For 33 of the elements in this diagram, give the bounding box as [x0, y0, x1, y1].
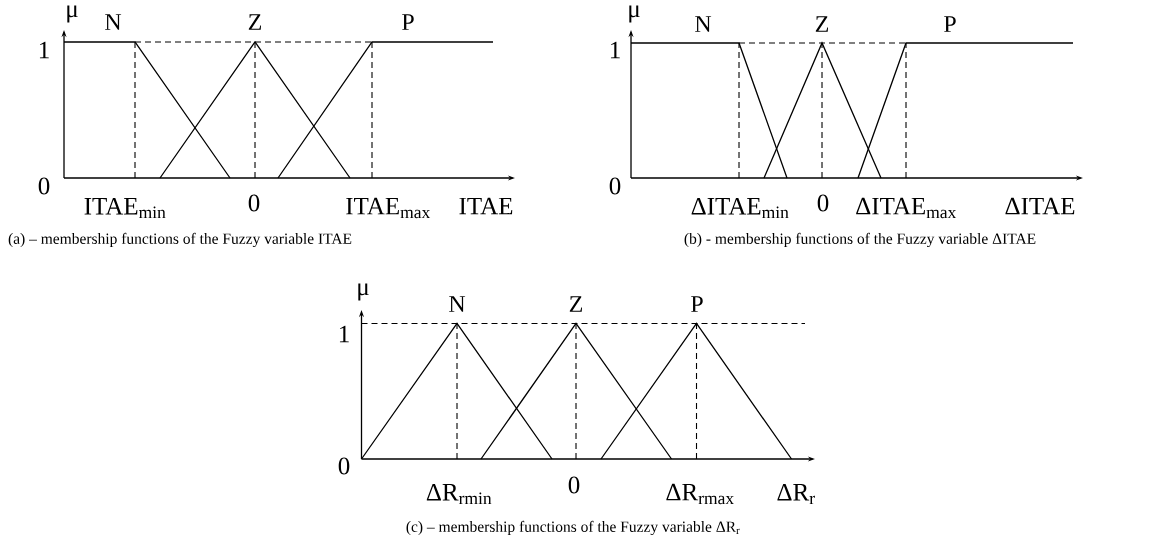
set-label: P — [402, 14, 414, 30]
axis-label: μ — [67, 5, 78, 23]
tick-label: 0 — [568, 476, 580, 494]
set-label: P — [691, 296, 703, 312]
caption: (c) – membership functions of the Fuzzy variable ΔR$_{r}$ — [406, 520, 740, 536]
caption: (b) - membership functions of the Fuzzy variable ΔITAE — [684, 232, 1036, 248]
axis-label: μ — [629, 5, 640, 23]
set-label: N — [695, 16, 712, 32]
set-label: Z — [248, 14, 261, 30]
tick-label: 1 — [610, 41, 620, 59]
tick-label: 0 — [38, 177, 50, 195]
tick-label: 0 — [338, 457, 350, 475]
caption: (a) – membership functions of the Fuzzy variable ITAE — [8, 232, 352, 248]
tick-label: ΔR$_{rmin}$ — [426, 483, 492, 505]
tick-label: ΔITAE$_{max}$ — [856, 197, 957, 219]
set-label: Z — [815, 16, 828, 32]
set-label: Z — [569, 296, 582, 312]
tick-label: ITAE$_{max}$ — [346, 197, 431, 219]
set-label: N — [105, 14, 122, 30]
set-label: P — [944, 16, 956, 32]
tick-label: 1 — [339, 325, 349, 343]
axis-label: ITAE — [459, 197, 513, 215]
tick-label: 0 — [609, 177, 621, 195]
tick-label: ΔITAE$_{min}$ — [691, 197, 789, 219]
tick-label: 1 — [39, 41, 49, 59]
axis-label: μ — [358, 283, 369, 301]
tick-label: ΔR$_{r}$ — [777, 483, 815, 505]
tick-label: ΔR$_{rmax}$ — [666, 483, 734, 505]
tick-label: ITAE$_{min}$ — [84, 197, 166, 219]
axis-label: ΔITAE — [1005, 197, 1075, 215]
tick-label: 0 — [817, 194, 829, 212]
tick-label: 0 — [248, 194, 260, 212]
set-label: N — [449, 296, 466, 312]
